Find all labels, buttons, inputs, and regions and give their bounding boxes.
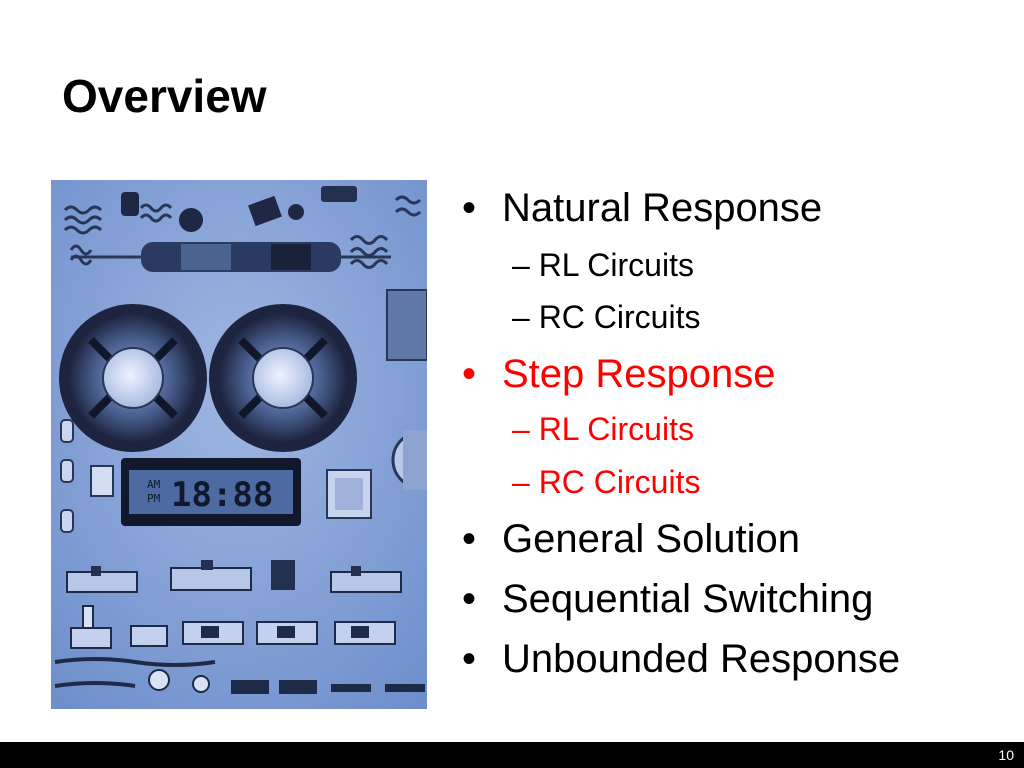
lcd-am-label: AM (147, 478, 161, 491)
sub-bullet-rl-circuits: – RL Circuits (512, 247, 694, 283)
sub-bullet-rc-circuits: – RC Circuits (512, 299, 701, 335)
bullet-glyph: • (462, 186, 477, 230)
bullet-text: General Solution (502, 517, 800, 561)
bullet-text: Unbounded Response (502, 637, 901, 681)
bullet-glyph: • (462, 517, 477, 561)
footer-bar: 10 (0, 742, 1024, 768)
page-number: 10 (998, 747, 1014, 763)
bullet-text: Step Response (502, 352, 776, 396)
bullet-sequential-switching: • Sequential Switching (462, 571, 873, 627)
sub-bullet-rc-circuits: – RC Circuits (512, 464, 701, 500)
sub-bullet-rl-circuits: – RL Circuits (512, 411, 694, 447)
bullet-glyph: • (462, 352, 477, 396)
bullet-text: Sequential Switching (502, 577, 874, 621)
bullet-natural-response: • Natural Response (462, 180, 822, 236)
bullet-step-response: • Step Response (462, 346, 776, 402)
slide-title: Overview (62, 70, 267, 122)
bullet-glyph: • (462, 577, 477, 621)
bullet-general-solution: • General Solution (462, 511, 800, 567)
electronic-components-photo: AM PM 18:88 (51, 180, 427, 709)
lcd-pm-label: PM (147, 492, 161, 505)
lcd-digits: 18:88 (171, 475, 273, 515)
bullet-unbounded-response: • Unbounded Response (462, 631, 900, 687)
bullet-glyph: • (462, 637, 477, 681)
bullet-text: Natural Response (502, 186, 823, 230)
